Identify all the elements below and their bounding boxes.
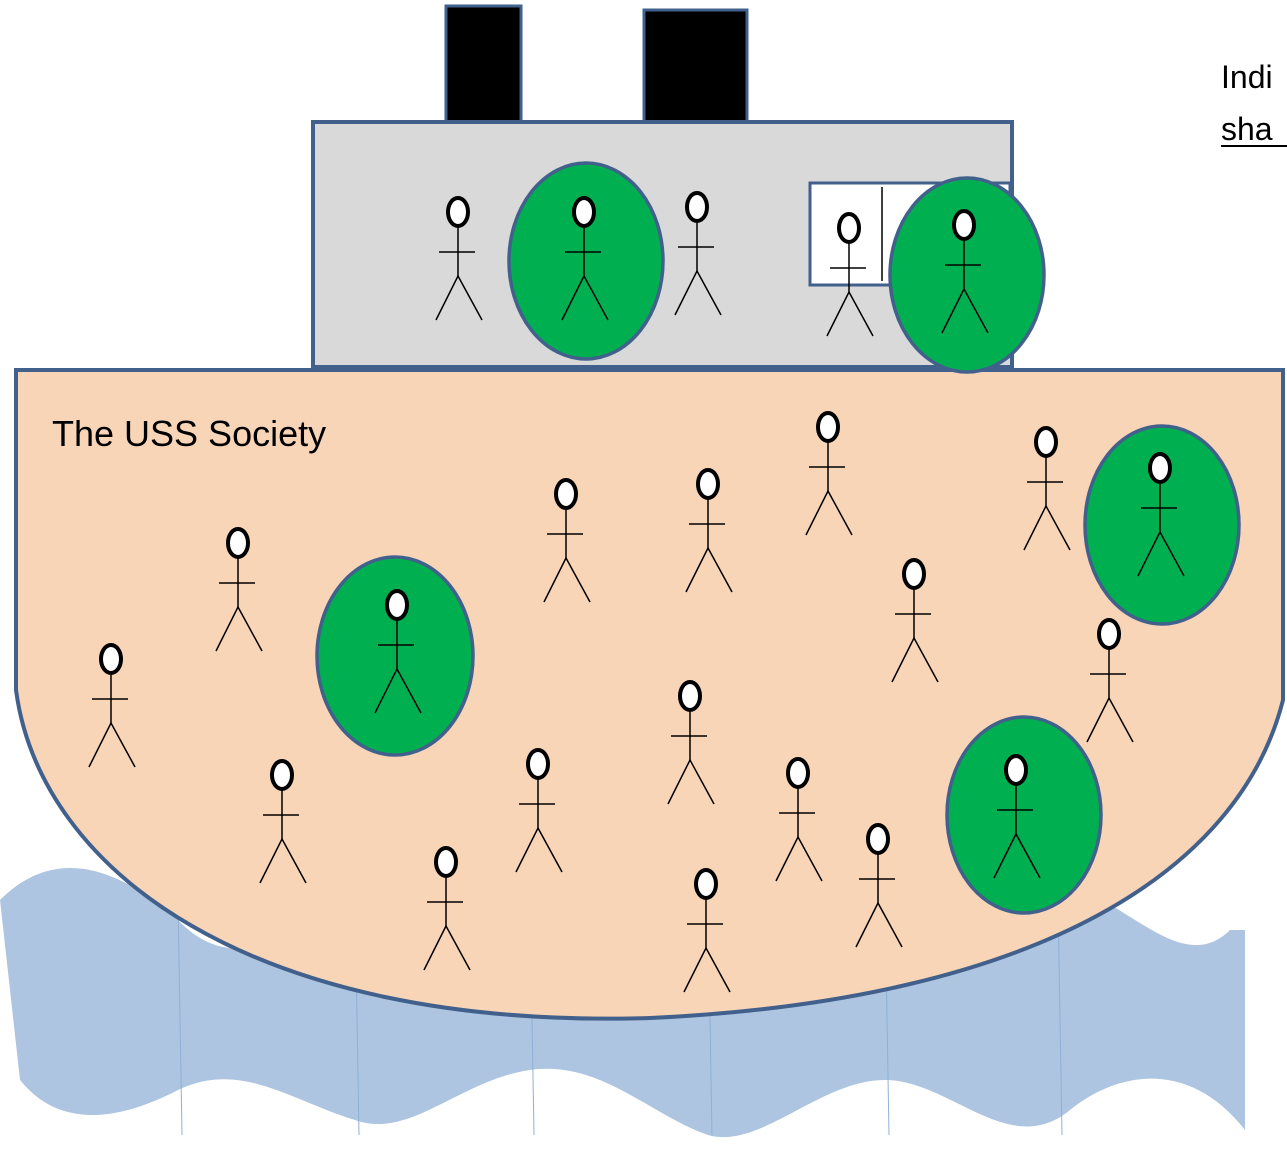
person-figure <box>259 759 307 884</box>
highlight-circle <box>888 176 1046 374</box>
person-figure <box>543 478 591 603</box>
ship-name-label: The USS Society <box>52 413 326 454</box>
highlight-circle <box>315 555 475 757</box>
person-figure <box>88 643 136 768</box>
person-figure <box>685 468 733 593</box>
corner-text-line1: Indi <box>1221 59 1273 95</box>
person-figure <box>674 191 722 316</box>
corner-text-line2: sha <box>1221 111 1273 147</box>
highlight-circle <box>507 161 665 361</box>
smokestack-right <box>642 8 749 126</box>
person-figure <box>561 196 609 321</box>
highlight-group <box>315 161 1241 915</box>
people-group <box>88 191 1185 993</box>
person-figure <box>993 754 1041 879</box>
person-figure <box>515 748 563 873</box>
highlight-circle <box>1083 424 1241 626</box>
highlight-circle <box>945 715 1103 915</box>
person-figure <box>826 212 874 337</box>
person-figure <box>374 589 422 714</box>
person-figure <box>855 823 903 948</box>
person-figure <box>667 680 715 805</box>
person-figure <box>215 527 263 652</box>
person-figure <box>805 411 853 536</box>
person-figure <box>891 558 939 683</box>
person-figure <box>1086 618 1134 743</box>
person-figure <box>1137 452 1185 577</box>
smokestack-left <box>444 4 523 126</box>
person-figure <box>1023 426 1071 551</box>
water-divider <box>1057 899 1063 1136</box>
water-divider <box>177 899 183 1136</box>
person-figure <box>941 209 989 334</box>
person-figure <box>423 846 471 971</box>
person-figure <box>435 196 483 321</box>
person-figure <box>775 757 823 882</box>
person-figure <box>683 868 731 993</box>
